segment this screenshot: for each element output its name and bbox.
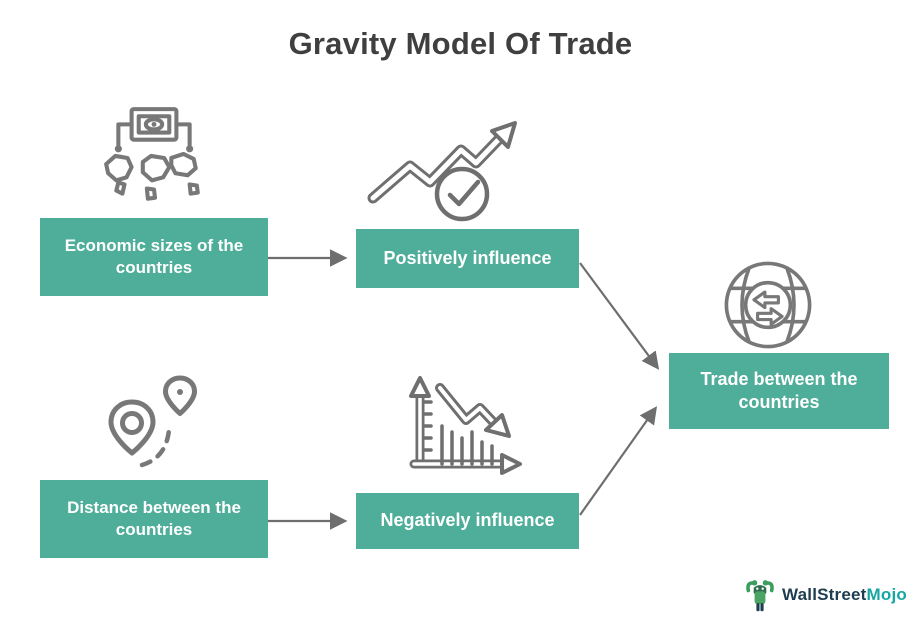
arrow-positive-to-trade xyxy=(579,262,660,370)
declining-bar-chart-arrow-icon xyxy=(409,376,522,475)
map-pins-route-icon xyxy=(108,375,197,468)
node-economic-sizes-label: Economic sizes of the countries xyxy=(64,235,244,277)
globe-exchange-arrows-icon xyxy=(724,261,812,349)
node-economic-sizes: Economic sizes of the countries xyxy=(40,218,268,296)
node-positively-influence-label: Positively influence xyxy=(383,247,552,268)
node-distance-between: Distance between the countries xyxy=(40,480,268,558)
arrow-negative-to-trade xyxy=(579,406,658,516)
page-title: Gravity Model Of Trade xyxy=(288,26,633,61)
wallstreetmojo-mascot-icon xyxy=(746,580,774,612)
logo-text-accent: Mojo xyxy=(866,585,907,604)
node-negatively-influence-label: Negatively influence xyxy=(380,510,555,531)
rising-zigzag-arrow-check-icon xyxy=(367,121,517,222)
node-distance-between-label: Distance between the countries xyxy=(67,497,241,539)
logo-text-primary: WallStreet xyxy=(782,585,867,604)
wallstreetmojo-logo-text: WallStreetMojo xyxy=(782,585,907,605)
money-world-map-icon xyxy=(104,107,200,201)
node-negatively-influence: Negatively influence xyxy=(356,493,579,549)
node-trade-between-label: Trade between the countries xyxy=(700,368,858,412)
wallstreetmojo-logo: WallStreetMojo xyxy=(744,577,907,613)
node-trade-between: Trade between the countries xyxy=(669,353,889,429)
node-positively-influence: Positively influence xyxy=(356,229,579,288)
